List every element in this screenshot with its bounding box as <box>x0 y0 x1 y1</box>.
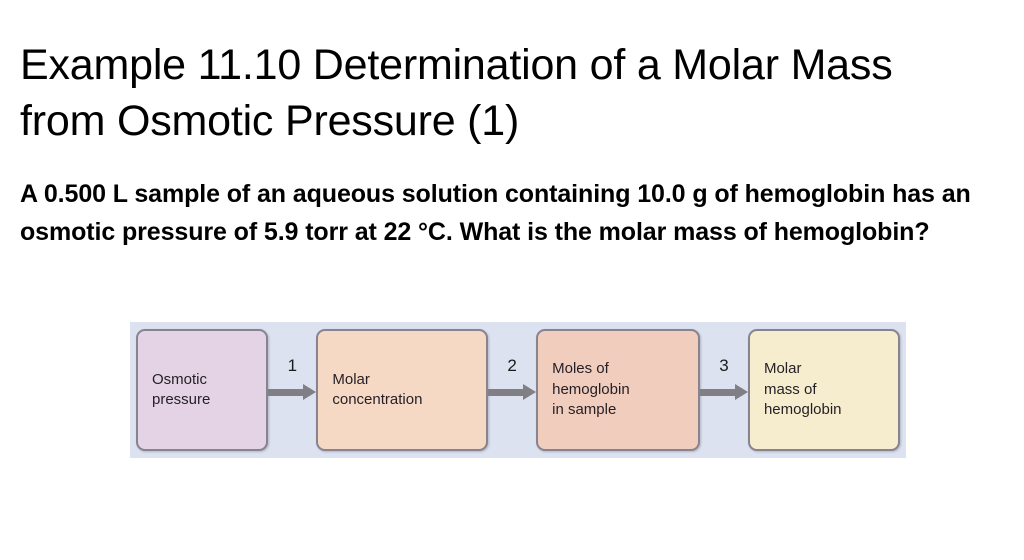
flow-arrow-number: 1 <box>287 356 298 375</box>
arrow-head-icon <box>734 384 748 400</box>
flow-box-molar-mass-of-hemoglobin: Molar mass of hemoglobin <box>747 329 901 451</box>
flow-arrow-2: 2 <box>488 329 537 451</box>
flow-box-molar-concentration: Molar concentration <box>316 329 489 451</box>
flow-diagram: Osmotic pressure 1 Molar concentration 2… <box>130 322 906 458</box>
arrow-shaft-icon <box>488 389 526 396</box>
flow-box-label: Osmotic pressure <box>152 370 211 409</box>
page-title: Example 11.10 Determination of a Molar M… <box>20 40 905 145</box>
flow-box-label: Moles of hemoglobin in sample <box>552 360 630 419</box>
flow-arrow-1: 1 <box>268 329 317 451</box>
arrow-head-icon <box>523 384 537 400</box>
flow-arrow-number: 3 <box>719 356 729 375</box>
arrow-shaft-icon <box>268 389 306 396</box>
flow-box-osmotic-pressure: Osmotic pressure <box>136 329 269 451</box>
flow-box-moles-of-hemoglobin: Moles of hemoglobin in sample <box>536 329 700 451</box>
flow-arrow-number: 2 <box>507 356 517 375</box>
flow-box-label: Molar concentration <box>332 370 423 409</box>
flow-box-label: Molar mass of hemoglobin <box>763 360 842 419</box>
arrow-head-icon <box>303 384 317 400</box>
problem-statement: A 0.500 L sample of an aqueous solution … <box>20 180 978 246</box>
arrow-shaft-icon <box>699 389 737 396</box>
flow-arrow-3: 3 <box>699 329 748 451</box>
